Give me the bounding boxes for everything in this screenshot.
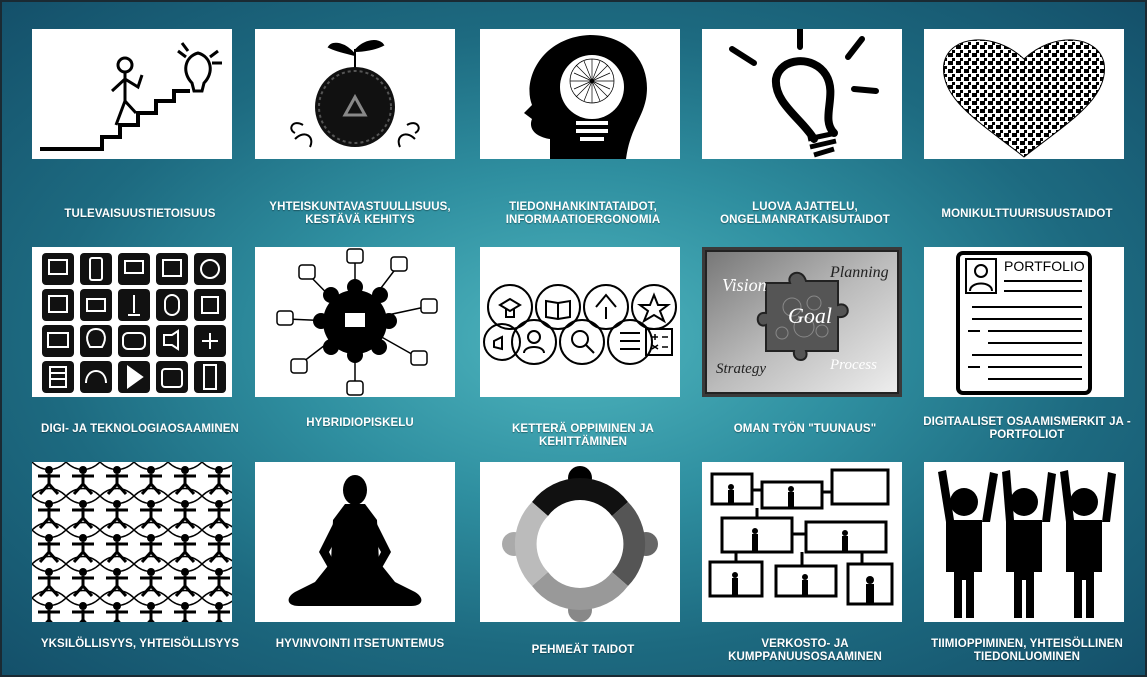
circle-of-people-icon <box>480 462 680 622</box>
lightbulb-icon <box>702 29 902 159</box>
meditation-icon <box>255 462 455 622</box>
tile-caption: DIGITAALISET OSAAMISMERKIT JA -PORTFOLIO… <box>923 416 1131 441</box>
puzzle-word-process: Process <box>829 357 877 373</box>
tile-caption: YKSILÖLLISYYS, YHTEISÖLLISYYS <box>40 638 240 650</box>
tile-caption: HYVINVOINTI ITSETUNTEMUS <box>275 638 445 650</box>
portfolio-document-icon: PORTFOLIO <box>924 247 1124 397</box>
tile-caption: TULEVAISUUSTIETOISUUS <box>64 208 216 220</box>
tile-caption: VERKOSTO- JA KUMPPANUUSOSAAMINEN <box>728 638 882 663</box>
tile-caption: DIGI- JA TEKNOLOGIAOSAAMINEN <box>41 423 239 435</box>
tile-caption: HYBRIDIOPISKELU <box>306 417 414 429</box>
sprout-globe-icon <box>255 29 455 159</box>
hybrid-network-icon <box>255 247 455 397</box>
puzzle-goal-icon: Vision Planning Goal Strategy Process <box>702 247 902 397</box>
puzzle-word-vision: Vision <box>722 275 767 295</box>
portfolio-label: PORTFOLIO <box>1004 258 1085 274</box>
tile-caption: YHTEISKUNTAVASTUULLISUUS, KESTÄVÄ KEHITY… <box>269 201 451 226</box>
tile-caption: LUOVA AJATTELU, ONGELMANRATKAISUTAIDOT <box>720 201 890 226</box>
tile-caption: KETTERÄ OPPIMINEN JA KEHITTÄMINEN <box>512 423 654 448</box>
head-lightbulb-network-icon <box>480 29 680 159</box>
device-grid-icon <box>32 247 232 397</box>
heart-collage-icon <box>924 29 1124 159</box>
puzzle-word-strategy: Strategy <box>716 361 766 377</box>
puzzle-word-planning: Planning <box>829 264 889 281</box>
people-pattern-icon <box>32 462 232 622</box>
tile-caption: MONIKULTTUURISUUSTAIDOT <box>941 208 1113 220</box>
tile-caption: TIIMIOPPIMINEN, YHTEISÖLLINEN TIEDONLUOM… <box>931 638 1123 663</box>
tile-caption: OMAN TYÖN "TUUNAUS" <box>733 423 877 435</box>
stairs-lightbulb-icon <box>32 29 232 159</box>
agile-learning-icon <box>480 247 680 397</box>
team-high-five-icon <box>924 462 1124 622</box>
tile-caption: TIEDONHANKINTATAIDOT, INFORMAATIOERGONOM… <box>505 201 661 226</box>
network-people-icon <box>702 462 902 622</box>
puzzle-word-goal: Goal <box>788 303 832 328</box>
tile-caption: PEHMEÄT TAIDOT <box>531 644 635 656</box>
